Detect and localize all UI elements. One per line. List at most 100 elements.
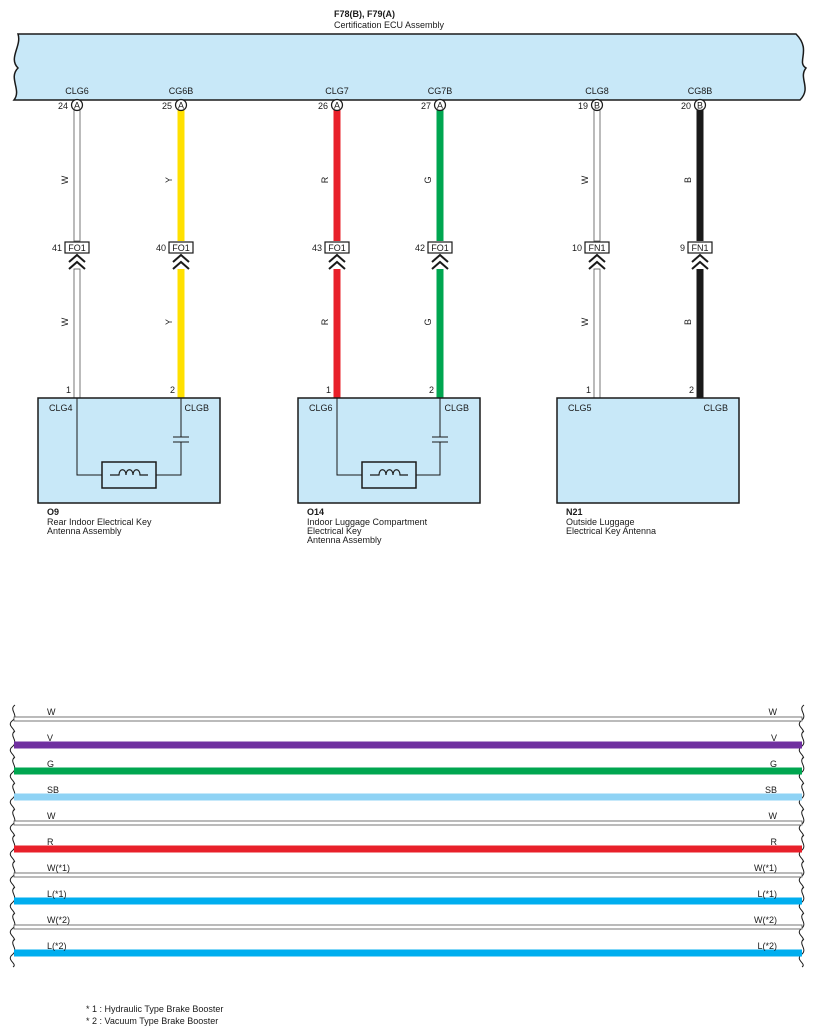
wire-color-code: G xyxy=(423,318,433,325)
joint-connector-box xyxy=(687,241,713,254)
break-mark-left xyxy=(9,938,16,968)
joint-connector-box xyxy=(324,241,350,254)
wire-segment xyxy=(73,109,81,242)
harness-wire: SB SB xyxy=(9,782,805,812)
joint-connector-label: FO1 xyxy=(172,243,190,253)
harness-label-right: V xyxy=(771,733,777,743)
break-mark-left xyxy=(9,756,16,786)
connector-letter: A xyxy=(334,101,340,111)
break-mark-left xyxy=(9,808,16,838)
harness-label-right: L(*2) xyxy=(757,941,777,951)
wire-color-code: B xyxy=(683,319,693,325)
component-code: O9 xyxy=(47,507,59,517)
wire-color-code: B xyxy=(683,177,693,183)
wire-color-code: R xyxy=(320,318,330,325)
wire-segment xyxy=(177,269,185,398)
harness-label-left: W xyxy=(47,811,56,821)
wire-color-code: G xyxy=(423,176,433,183)
ecu-code: F78(B), F79(A) xyxy=(334,9,395,19)
joint-connector-box xyxy=(64,241,90,254)
harness-wire-line xyxy=(13,924,803,930)
harness-label-right: W(*2) xyxy=(754,915,777,925)
component-right-terminal: CLGB xyxy=(703,403,728,413)
capacitor-symbol xyxy=(144,398,189,476)
in-line-connector-chevron xyxy=(172,253,190,270)
ecu-assembly-box xyxy=(12,33,808,101)
ecu-terminal-label: CLG8 xyxy=(585,86,609,96)
ecu-terminal-label: CG8B xyxy=(688,86,713,96)
component-code: N21 xyxy=(566,507,583,517)
joint-connector-label: FO1 xyxy=(68,243,86,253)
break-mark-left xyxy=(9,886,16,916)
harness-label-right: G xyxy=(770,759,777,769)
wire-segment xyxy=(593,268,601,399)
component-pin-number: 2 xyxy=(429,385,434,395)
in-line-connector-chevron xyxy=(328,253,346,270)
break-mark-left xyxy=(9,730,16,760)
ecu-terminal-label: CG7B xyxy=(428,86,453,96)
component-left-terminal: CLG6 xyxy=(309,403,333,413)
wire-color-code: W xyxy=(580,175,590,184)
ecu-pin-number: 20 xyxy=(681,101,691,111)
connector-letter: B xyxy=(697,101,703,111)
wire-color-code: W xyxy=(60,317,70,326)
harness-label-left: R xyxy=(47,837,54,847)
component-name-line: Electrical Key xyxy=(307,526,362,536)
harness-label-right: L(*1) xyxy=(757,889,777,899)
harness-label-right: W xyxy=(769,707,778,717)
harness-label-left: SB xyxy=(47,785,59,795)
joint-pin-number: 9 xyxy=(680,243,685,253)
ecu-terminal-label: CLG7 xyxy=(325,86,349,96)
in-line-connector-chevron xyxy=(588,253,606,270)
component-pin-number: 2 xyxy=(170,385,175,395)
inductor-symbol xyxy=(110,469,148,476)
harness-label-left: W xyxy=(47,707,56,717)
connector-letter: A xyxy=(74,101,80,111)
harness-wire: W(*1)W(*1) xyxy=(9,860,805,890)
harness-label-left: V xyxy=(47,733,53,743)
joint-connector-label: FN1 xyxy=(691,243,708,253)
component-pin-number: 1 xyxy=(586,385,591,395)
ecu-pin-number: 19 xyxy=(578,101,588,111)
component-pin-number: 1 xyxy=(326,385,331,395)
joint-pin-number: 10 xyxy=(572,243,582,253)
joint-connector-box xyxy=(427,241,453,254)
joint-connector-label: FO1 xyxy=(431,243,449,253)
component-left-terminal: CLG5 xyxy=(568,403,592,413)
in-line-connector-chevron xyxy=(691,253,709,270)
component-pin-number: 2 xyxy=(689,385,694,395)
note-2: * 2 : Vacuum Type Brake Booster xyxy=(86,1016,218,1026)
in-line-connector-chevron xyxy=(431,253,449,270)
harness-label-right: R xyxy=(771,837,778,847)
wire-color-code: Y xyxy=(164,319,174,325)
component-left-terminal: CLG4 xyxy=(49,403,73,413)
joint-pin-number: 41 xyxy=(52,243,62,253)
harness-wire-line xyxy=(14,897,802,905)
capacitor-symbol xyxy=(404,398,448,476)
connector-letter: A xyxy=(437,101,443,111)
joint-connector-label: FN1 xyxy=(588,243,605,253)
harness-wire-line xyxy=(13,820,803,826)
note-1: * 1 : Hydraulic Type Brake Booster xyxy=(86,1004,223,1014)
harness-wire: L(*1)L(*1) xyxy=(9,886,805,916)
ecu-pin-number: 26 xyxy=(318,101,328,111)
joint-pin-number: 43 xyxy=(312,243,322,253)
component-name-line: Antenna Assembly xyxy=(307,535,382,545)
harness-label-left: G xyxy=(47,759,54,769)
harness-label-left: W(*2) xyxy=(47,915,70,925)
wire-segment xyxy=(696,110,704,241)
break-mark-left xyxy=(9,834,16,864)
break-mark-left xyxy=(9,860,16,890)
harness-label-right: SB xyxy=(765,785,777,795)
ecu-terminal-label: CG6B xyxy=(169,86,194,96)
joint-connector-label: FO1 xyxy=(328,243,346,253)
